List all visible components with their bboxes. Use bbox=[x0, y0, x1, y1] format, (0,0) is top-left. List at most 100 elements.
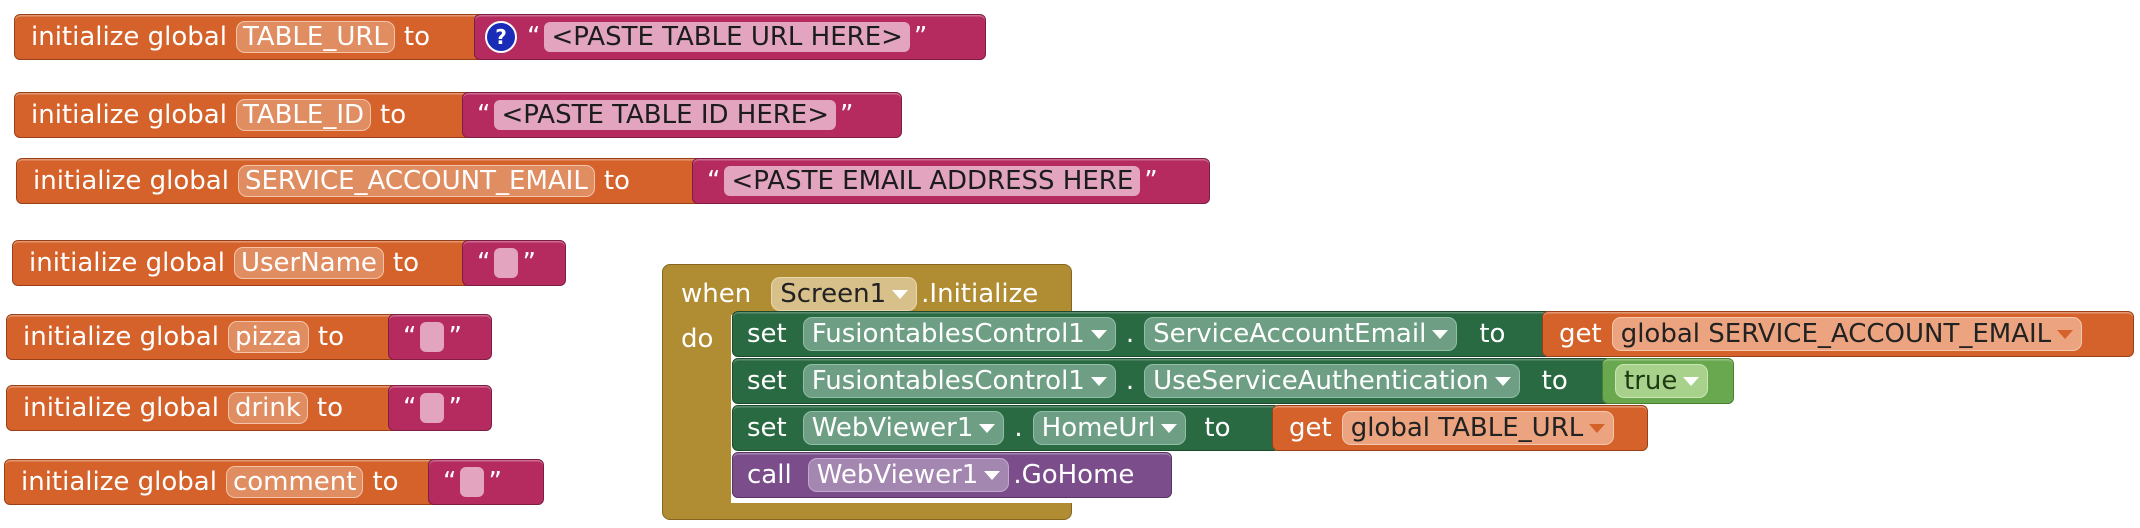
init-global-keyword: initialize global bbox=[21, 467, 217, 497]
open-quote: “ bbox=[477, 248, 491, 278]
text-value-field[interactable]: <PASTE EMAIL ADDRESS HERE bbox=[724, 166, 1141, 196]
text-value-field[interactable] bbox=[460, 467, 485, 497]
text-block-pizza[interactable]: “ ” bbox=[388, 314, 492, 360]
init-global-keyword: initialize global bbox=[29, 248, 225, 278]
open-quote: “ bbox=[403, 393, 417, 423]
to-keyword: to bbox=[372, 467, 399, 497]
init-global-table-url-block[interactable]: initialize global TABLE_URL to bbox=[14, 14, 484, 60]
text-value-field[interactable]: <PASTE TABLE ID HERE> bbox=[494, 100, 837, 130]
property-label: UseServiceAuthentication bbox=[1153, 366, 1489, 396]
close-quote: ” bbox=[840, 100, 854, 130]
variable-name-field[interactable]: UserName bbox=[233, 247, 384, 279]
call-go-home-block[interactable]: call WebViewer1 .GoHome bbox=[732, 452, 1172, 498]
do-keyword: do bbox=[681, 324, 714, 354]
set-service-account-email-block[interactable]: set FusiontablesControl1 . ServiceAccoun… bbox=[732, 311, 1552, 357]
component-dropdown[interactable]: FusiontablesControl1 bbox=[802, 364, 1116, 398]
init-global-table-id-block[interactable]: initialize global TABLE_ID to bbox=[14, 92, 474, 138]
open-quote: “ bbox=[477, 100, 491, 130]
to-keyword: to bbox=[1204, 413, 1231, 443]
chevron-down-icon bbox=[1090, 329, 1107, 339]
text-block-table-url[interactable]: ? “ <PASTE TABLE URL HERE> ” bbox=[474, 14, 986, 60]
text-block-comment[interactable]: “ ” bbox=[428, 459, 544, 505]
to-keyword: to bbox=[1479, 319, 1506, 349]
close-quote: ” bbox=[448, 393, 462, 423]
property-dropdown[interactable]: UseServiceAuthentication bbox=[1144, 364, 1520, 398]
component-label: FusiontablesControl1 bbox=[811, 319, 1085, 349]
to-keyword: to bbox=[403, 22, 431, 52]
text-block-service-account-email[interactable]: “ <PASTE EMAIL ADDRESS HERE ” bbox=[692, 158, 1210, 204]
to-keyword: to bbox=[380, 100, 407, 130]
set-keyword: set bbox=[747, 413, 787, 443]
boolean-label: true bbox=[1624, 366, 1678, 396]
property-dropdown[interactable]: HomeUrl bbox=[1032, 411, 1187, 445]
property-dropdown[interactable]: ServiceAccountEmail bbox=[1144, 317, 1458, 351]
variable-dropdown[interactable]: global TABLE_URL bbox=[1341, 411, 1615, 445]
text-block-username[interactable]: “ ” bbox=[462, 240, 566, 286]
component-dropdown[interactable]: WebViewer1 bbox=[802, 411, 1005, 445]
to-keyword: to bbox=[392, 248, 420, 278]
get-keyword: get bbox=[1289, 413, 1332, 443]
get-service-account-email-block[interactable]: get global SERVICE_ACCOUNT_EMAIL bbox=[1542, 311, 2134, 357]
to-keyword: to bbox=[316, 393, 343, 423]
text-value-field[interactable] bbox=[420, 322, 445, 352]
boolean-true-block[interactable]: true bbox=[1602, 358, 1734, 404]
set-home-url-block[interactable]: set WebViewer1 . HomeUrl to bbox=[732, 405, 1280, 451]
set-use-service-authentication-block[interactable]: set FusiontablesControl1 . UseServiceAut… bbox=[732, 358, 1612, 404]
screen-component-label: Screen1 bbox=[780, 279, 887, 309]
dot-separator: . bbox=[1125, 366, 1135, 396]
component-label: WebViewer1 bbox=[811, 413, 974, 443]
component-dropdown[interactable]: WebViewer1 bbox=[807, 458, 1010, 492]
text-value-field[interactable] bbox=[420, 393, 445, 423]
get-keyword: get bbox=[1559, 319, 1602, 349]
set-keyword: set bbox=[747, 366, 787, 396]
component-dropdown[interactable]: FusiontablesControl1 bbox=[802, 317, 1116, 351]
help-icon[interactable]: ? bbox=[485, 21, 517, 53]
chevron-down-icon bbox=[892, 289, 909, 299]
text-block-table-id[interactable]: “ <PASTE TABLE ID HERE> ” bbox=[462, 92, 902, 138]
call-keyword: call bbox=[747, 460, 792, 490]
chevron-down-icon bbox=[1161, 423, 1178, 433]
init-global-username-block[interactable]: initialize global UserName to bbox=[12, 240, 472, 286]
boolean-dropdown[interactable]: true bbox=[1615, 364, 1709, 398]
variable-name-field[interactable]: comment bbox=[225, 466, 364, 498]
component-label: WebViewer1 bbox=[816, 460, 979, 490]
event-name-label: .Initialize bbox=[921, 279, 1039, 309]
variable-label: global TABLE_URL bbox=[1350, 413, 1584, 443]
dot-separator: . bbox=[1014, 413, 1023, 443]
init-global-keyword: initialize global bbox=[31, 100, 227, 130]
init-global-pizza-block[interactable]: initialize global pizza to bbox=[6, 314, 398, 360]
chevron-down-icon bbox=[979, 423, 996, 433]
open-quote: “ bbox=[527, 22, 541, 52]
to-keyword: to bbox=[603, 166, 630, 196]
init-global-keyword: initialize global bbox=[33, 166, 229, 196]
variable-name-field[interactable]: TABLE_URL bbox=[235, 21, 395, 53]
chevron-down-icon bbox=[1432, 329, 1449, 339]
init-global-service-account-email-block[interactable]: initialize global SERVICE_ACCOUNT_EMAIL … bbox=[16, 158, 702, 204]
variable-name-field[interactable]: TABLE_ID bbox=[235, 99, 372, 131]
text-value-field[interactable]: <PASTE TABLE URL HERE> bbox=[544, 22, 910, 52]
method-name-label: .GoHome bbox=[1013, 460, 1135, 490]
text-value-field[interactable] bbox=[494, 248, 519, 278]
variable-name-field[interactable]: SERVICE_ACCOUNT_EMAIL bbox=[237, 165, 595, 197]
variable-name-field[interactable]: drink bbox=[227, 392, 308, 424]
dot-separator: . bbox=[1125, 319, 1135, 349]
get-table-url-block[interactable]: get global TABLE_URL bbox=[1272, 405, 1648, 451]
component-label: FusiontablesControl1 bbox=[811, 366, 1085, 396]
chevron-down-icon bbox=[1494, 376, 1511, 386]
init-global-comment-block[interactable]: initialize global comment to bbox=[4, 459, 440, 505]
close-quote: ” bbox=[1144, 166, 1158, 196]
init-global-drink-block[interactable]: initialize global drink to bbox=[6, 385, 398, 431]
property-label: ServiceAccountEmail bbox=[1153, 319, 1427, 349]
close-quote: ” bbox=[488, 467, 502, 497]
screen-component-dropdown[interactable]: Screen1 bbox=[771, 277, 918, 311]
variable-dropdown[interactable]: global SERVICE_ACCOUNT_EMAIL bbox=[1611, 317, 2083, 351]
to-keyword: to bbox=[317, 322, 345, 352]
chevron-down-icon bbox=[2057, 329, 2074, 339]
open-quote: “ bbox=[443, 467, 457, 497]
chevron-down-icon bbox=[1589, 423, 1606, 433]
when-keyword: when bbox=[681, 279, 752, 309]
text-block-drink[interactable]: “ ” bbox=[388, 385, 492, 431]
open-quote: “ bbox=[403, 322, 417, 352]
variable-name-field[interactable]: pizza bbox=[227, 321, 309, 353]
to-keyword: to bbox=[1541, 366, 1568, 396]
